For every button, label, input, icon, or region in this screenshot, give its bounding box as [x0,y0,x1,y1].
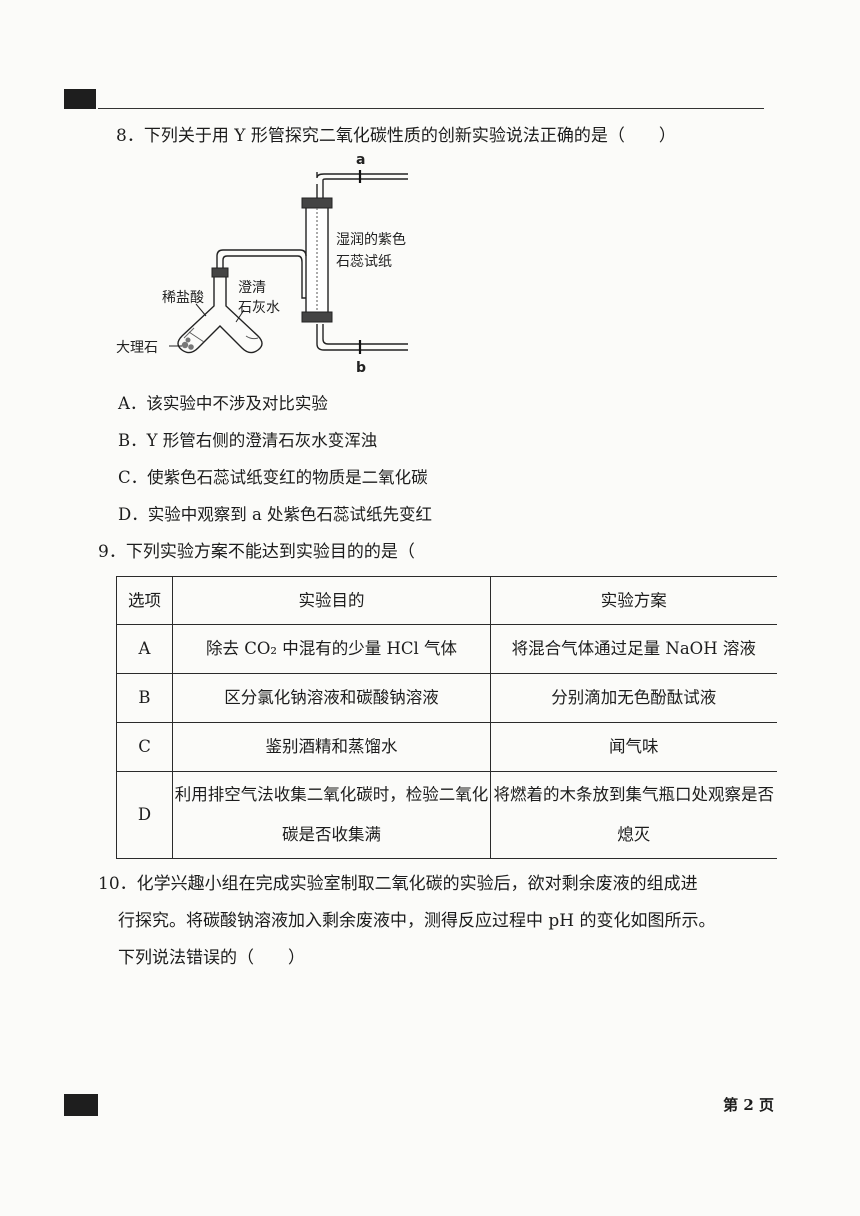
table-row: B 区分氯化钠溶液和碳酸钠溶液 分别滴加无色酚酞试液 [116,673,777,723]
table-cell-purpose: 鉴别酒精和蒸馏水 [172,722,491,772]
label-a: a [356,152,365,168]
experiment-table: 选项 实验目的 实验方案 A 除去 CO₂ 中混有的少量 HCl 气体 将混合气… [116,576,777,859]
table-cell-option: C [116,722,173,772]
table-row: A 除去 CO₂ 中混有的少量 HCl 气体 将混合气体通过足量 NaOH 溶液 [116,624,777,674]
table-header: 选项 [116,576,173,625]
y-tube [177,277,263,354]
label-limewater-2: 石灰水 [238,300,280,316]
page-number: 第 2 页 [723,1096,774,1114]
question-10-line-2: 行探究。将碳酸钠溶液加入剩余废液中，测得反应过程中 pH 的变化如图所示。 [118,911,716,931]
option-8b: B．Y 形管右侧的澄清石灰水变浑浊 [118,431,378,450]
table-cell-method: 将燃着的木条放到集气瓶口处观察是否熄灭 [490,771,777,859]
label-litmus-paper-2: 石蕊试纸 [336,254,392,270]
top-tube [316,172,408,179]
registration-mark-bottom [64,1094,98,1116]
table-cell-purpose: 区分氯化钠溶液和碳酸钠溶液 [172,673,491,723]
table-cell-method: 分别滴加无色酚酞试液 [490,673,777,723]
marble-chip [181,341,189,349]
table-header-row: 选项 实验目的 实验方案 [116,576,777,625]
question-9-stem: 9．下列实验方案不能达到实验目的的是（ [98,542,415,562]
label-litmus-paper-1: 湿润的紫色 [336,231,406,248]
table-cell-method: 将混合气体通过足量 NaOH 溶液 [490,624,777,674]
header-rule [98,108,764,109]
registration-mark-top [64,89,96,109]
table-header: 实验方案 [490,576,777,625]
option-8d: D．实验中观察到 a 处紫色石蕊试纸先变红 [118,505,433,524]
question-8-stem: 8．下列关于用 Y 形管探究二氧化碳性质的创新实验说法正确的是（ ） [116,126,676,146]
delivery-tube [216,249,307,270]
option-8c: C．使紫色石蕊试纸变红的物质是二氧化碳 [118,468,428,487]
top-stopper [301,197,333,209]
label-limewater-1: 澄清 [238,280,266,296]
label-dilute-hcl: 稀盐酸 [162,290,204,306]
table-cell-purpose: 除去 CO₂ 中混有的少量 HCl 气体 [172,624,491,674]
table-cell-method: 闻气味 [490,722,777,772]
bottom-tube [316,324,408,351]
table-header: 实验目的 [172,576,491,625]
y-tube-stopper [211,267,229,278]
table-cell-option: B [116,673,173,723]
label-marble: 大理石 [116,340,158,356]
bottom-stopper [301,311,333,323]
table-row: D 利用排空气法收集二氧化碳时，检验二氧化碳是否收集满 将燃着的木条放到集气瓶口… [116,771,777,859]
question-10-line-3: 下列说法错误的（ ） [118,948,305,968]
limewater-level [245,335,259,340]
option-8a: A．该实验中不涉及对比实验 [118,394,328,413]
question-10-line-1: 10．化学兴趣小组在完成实验室制取二氧化碳的实验后，欲对剩余废液的组成进 [98,874,698,894]
label-b: b [356,360,366,376]
table-cell-option: D [116,771,173,859]
table-row: C 鉴别酒精和蒸馏水 闻气味 [116,722,777,772]
question-10: 10．化学兴趣小组在完成实验室制取二氧化碳的实验后，欲对剩余废液的组成进 行探究… [98,866,758,977]
table-cell-option: A [116,624,173,674]
table-cell-purpose: 利用排空气法收集二氧化碳时，检验二氧化碳是否收集满 [172,771,491,859]
y-tube-experiment-diagram: a b 湿润的紫色 石蕊试纸 稀盐酸 澄清 石灰水 大理石 [116,152,408,376]
